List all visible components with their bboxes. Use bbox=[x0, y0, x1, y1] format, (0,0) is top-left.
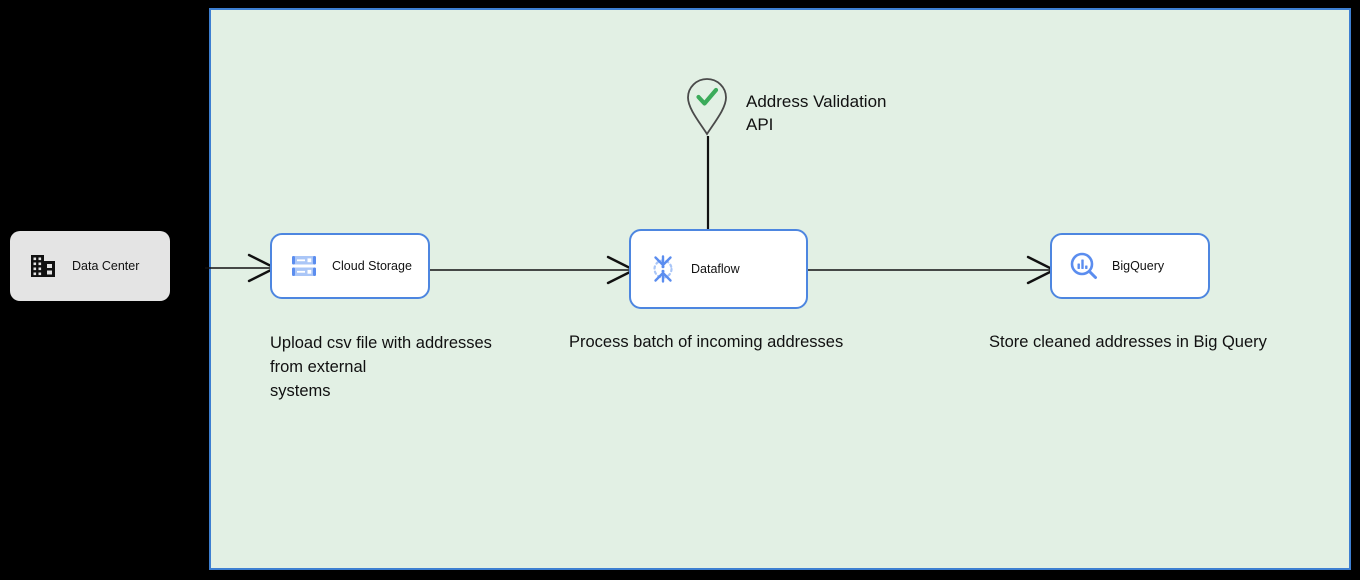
node-label-dataflow: Dataflow bbox=[691, 262, 740, 276]
connector-cloud-storage-to-dataflow bbox=[426, 255, 636, 285]
map-pin-check-icon bbox=[684, 76, 730, 138]
api-label-address-validation: Address Validation API bbox=[746, 92, 887, 134]
connector-data-center-to-cloud-storage bbox=[205, 253, 277, 283]
caption-process-batch: Process batch of incoming addresses bbox=[569, 333, 844, 351]
connector-address-validation-api-to-dataflow bbox=[706, 136, 710, 232]
node-data-center[interactable]: Data Center bbox=[10, 231, 170, 301]
connector-dataflow-to-bigquery bbox=[804, 255, 1056, 285]
cloud-storage-icon bbox=[288, 250, 320, 282]
node-label-bigquery: BigQuery bbox=[1112, 259, 1165, 273]
node-label-cloud-storage: Cloud Storage bbox=[332, 259, 412, 273]
office-building-icon bbox=[28, 251, 58, 281]
bigquery-icon bbox=[1068, 250, 1100, 282]
node-dataflow[interactable]: Dataflow bbox=[629, 229, 808, 309]
node-address-validation-api[interactable]: Address Validation API bbox=[684, 76, 887, 138]
caption-upload-csv: Upload csv file with addresses from exte… bbox=[270, 334, 492, 400]
caption-store-cleaned: Store cleaned addresses in Big Query bbox=[989, 333, 1267, 351]
node-bigquery[interactable]: BigQuery bbox=[1050, 233, 1210, 299]
dataflow-icon bbox=[647, 253, 679, 285]
node-cloud-storage[interactable]: Cloud Storage bbox=[270, 233, 430, 299]
node-label-data-center: Data Center bbox=[72, 259, 140, 273]
